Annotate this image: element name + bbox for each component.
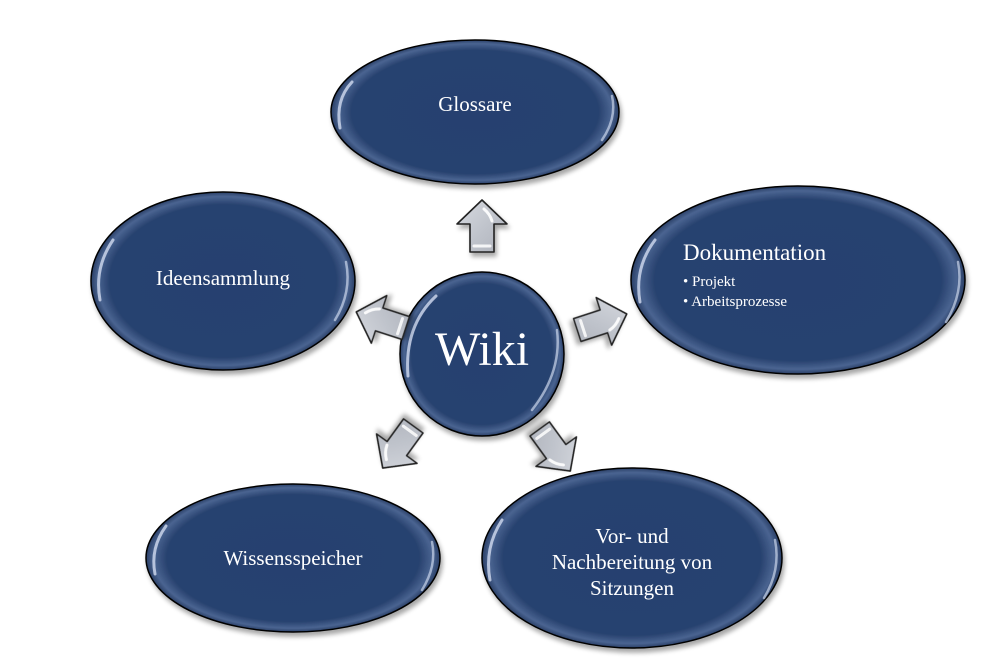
arrow-down-right-icon bbox=[529, 421, 578, 472]
arrow-right-icon bbox=[572, 296, 628, 346]
node-vor-nachbereitung bbox=[481, 467, 783, 649]
arrow-up-icon bbox=[456, 199, 508, 253]
node-glossare bbox=[330, 39, 620, 185]
node-wissensspeicher bbox=[145, 483, 441, 633]
arrow-down-left-icon bbox=[375, 418, 424, 469]
node-dokumentation bbox=[630, 185, 966, 375]
arrow-left-icon bbox=[355, 294, 411, 344]
highlight-icon bbox=[337, 80, 354, 130]
node-ideensammlung bbox=[90, 191, 356, 371]
node-wiki-center bbox=[399, 271, 565, 437]
